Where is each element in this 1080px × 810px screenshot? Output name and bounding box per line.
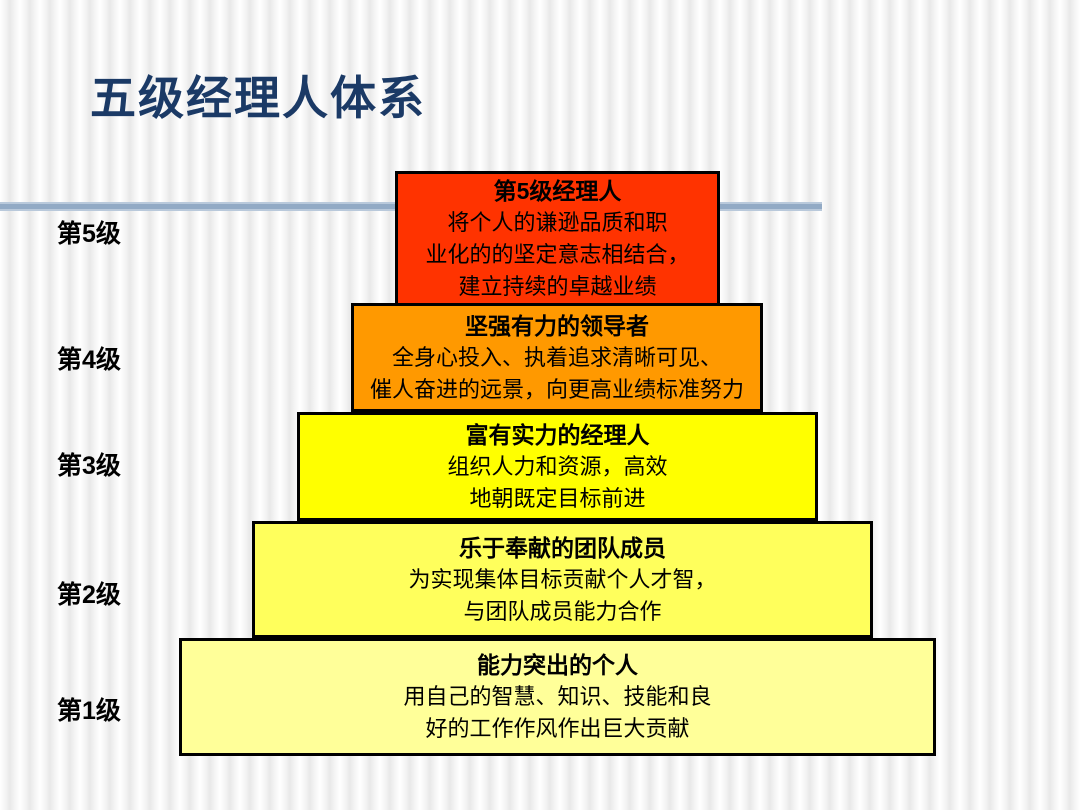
pyramid-level-5: 第5级经理人 将个人的谦逊品质和职 业化的的坚定意志相结合， 建立持续的卓越业绩 <box>395 171 720 306</box>
pyramid-level-3: 富有实力的经理人 组织人力和资源，高效 地朝既定目标前进 <box>297 412 818 521</box>
level-5-body-line: 将个人的谦逊品质和职 <box>447 209 668 235</box>
level-5-body-line: 业化的的坚定意志相结合， <box>425 241 690 267</box>
level-2-body-line: 为实现集体目标贡献个人才智， <box>408 566 717 592</box>
slide-title: 五级经理人体系 <box>90 72 426 124</box>
level-3-body-line: 地朝既定目标前进 <box>469 485 646 511</box>
level-3-body-line: 组织人力和资源，高效 <box>447 453 668 479</box>
level-1-heading: 能力突出的个人 <box>477 652 638 678</box>
level-4-body-line: 催人奋进的远景，向更高业绩标准努力 <box>369 376 744 402</box>
pyramid-level-1: 能力突出的个人 用自己的智慧、知识、技能和良 好的工作作风作出巨大贡献 <box>179 638 936 756</box>
level-2-heading: 乐于奉献的团队成员 <box>459 534 666 561</box>
level-1-body-line: 好的工作作风作出巨大贡献 <box>425 716 690 741</box>
level-2-body-line: 与团队成员能力合作 <box>463 598 662 624</box>
side-label-level-1: 第1级 <box>57 697 121 725</box>
side-label-level-5: 第5级 <box>57 220 121 248</box>
level-4-body-line: 全身心投入、执着追求清晰可见、 <box>391 344 722 370</box>
side-label-level-3: 第3级 <box>57 452 121 480</box>
side-label-level-4: 第4级 <box>57 346 121 374</box>
pyramid-level-2: 乐于奉献的团队成员 为实现集体目标贡献个人才智， 与团队成员能力合作 <box>252 521 873 638</box>
level-4-heading: 坚强有力的领导者 <box>465 312 649 339</box>
side-label-level-2: 第2级 <box>57 581 121 609</box>
level-1-body-line: 用自己的智慧、知识、技能和良 <box>403 684 712 709</box>
level-5-heading: 第5级经理人 <box>493 177 622 204</box>
level-5-body-line: 建立持续的卓越业绩 <box>458 273 657 299</box>
pyramid-level-4: 坚强有力的领导者 全身心投入、执着追求清晰可见、 催人奋进的远景，向更高业绩标准… <box>351 303 763 412</box>
level-3-heading: 富有实力的经理人 <box>465 421 650 448</box>
